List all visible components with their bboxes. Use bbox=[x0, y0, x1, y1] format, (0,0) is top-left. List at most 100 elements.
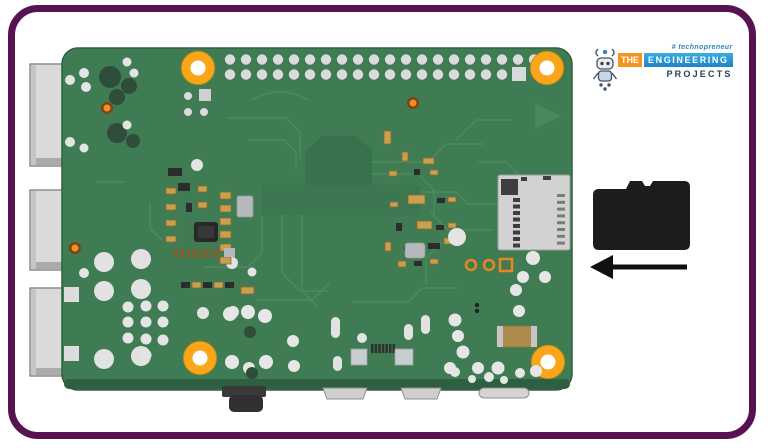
smd-resistor bbox=[165, 203, 177, 211]
micro-hdmi-port bbox=[322, 387, 368, 400]
pad bbox=[79, 143, 89, 153]
pad bbox=[122, 120, 132, 130]
fpc-comb bbox=[180, 249, 184, 258]
pad bbox=[456, 345, 470, 359]
pad bbox=[79, 268, 89, 278]
sd-slot-comb bbox=[557, 214, 565, 218]
sd-slot-contacts bbox=[513, 198, 520, 202]
gpio-header-row2 bbox=[288, 69, 300, 80]
usb-c-power-port bbox=[478, 387, 530, 399]
gpio-header-row1 bbox=[432, 54, 444, 65]
smd-resistor bbox=[165, 219, 177, 227]
pad bbox=[468, 375, 476, 383]
slot-pad bbox=[331, 317, 340, 338]
pcb-bottom-shadow bbox=[64, 379, 570, 389]
edge-pad-square bbox=[64, 287, 79, 302]
pad bbox=[197, 307, 209, 319]
audio-pad bbox=[288, 360, 300, 372]
gpio-header-row2 bbox=[480, 69, 492, 80]
gpio-header-row2 bbox=[496, 69, 508, 80]
logo-projects-label: PROJECTS bbox=[666, 69, 733, 79]
gpio-header-row1 bbox=[352, 54, 364, 65]
smd-dark bbox=[428, 243, 440, 249]
smd-dark bbox=[203, 282, 212, 288]
cap-pad bbox=[246, 367, 258, 379]
audio-pad bbox=[258, 309, 272, 323]
smd-resistor bbox=[197, 201, 208, 209]
gpio-header-row2 bbox=[272, 69, 284, 80]
test-pad-square bbox=[498, 257, 514, 273]
sd-slot-contacts bbox=[513, 224, 520, 228]
smd-resistor-column bbox=[219, 191, 232, 200]
sd-slot-contacts bbox=[513, 243, 520, 248]
pad bbox=[526, 251, 540, 265]
pad bbox=[140, 333, 152, 345]
slot-pad bbox=[421, 315, 430, 334]
gpio-header-row1 bbox=[512, 54, 524, 65]
pad bbox=[129, 68, 139, 78]
fpc-comb bbox=[204, 249, 208, 258]
gpio-header-row1 bbox=[288, 54, 300, 65]
cap-pad bbox=[99, 66, 121, 88]
logo-tagline: # technopreneur bbox=[671, 44, 733, 51]
mount-hole-center bbox=[539, 60, 555, 76]
smd-resistor bbox=[397, 260, 407, 268]
pad bbox=[184, 92, 192, 100]
smd-resistor-column bbox=[219, 217, 232, 226]
fpc-comb bbox=[210, 249, 214, 258]
smd-dark bbox=[186, 203, 192, 212]
pad bbox=[530, 365, 542, 377]
gpio-header-row1 bbox=[336, 54, 348, 65]
pad bbox=[452, 330, 464, 342]
gpio-header-row1 bbox=[240, 54, 252, 65]
sd-slot-comb bbox=[557, 194, 565, 197]
usb-connector-mid-edge bbox=[31, 191, 36, 269]
slot-pad bbox=[404, 324, 413, 340]
via-orange bbox=[71, 244, 79, 252]
smd-resistor bbox=[407, 194, 426, 205]
micro-hdmi-port bbox=[400, 387, 442, 400]
smd-resistor bbox=[429, 169, 439, 176]
sd-slot-comb bbox=[557, 228, 565, 231]
pad bbox=[539, 271, 551, 283]
pad bbox=[491, 361, 505, 375]
gpio-header-row1 bbox=[496, 54, 508, 65]
usb-connector-mid-shade bbox=[31, 262, 63, 269]
pad bbox=[140, 316, 152, 328]
trace bbox=[455, 119, 512, 141]
sd-slot-tab bbox=[543, 176, 551, 180]
smd-resistor bbox=[422, 157, 435, 165]
through-hole bbox=[94, 281, 114, 301]
smd-dark bbox=[181, 282, 190, 288]
gpio-header-row1 bbox=[400, 54, 412, 65]
smd-resistor bbox=[213, 281, 224, 289]
gpio-header-row2 bbox=[304, 69, 316, 80]
trace bbox=[251, 91, 309, 101]
smd-resistor bbox=[388, 170, 398, 177]
fpc-pad bbox=[224, 248, 235, 257]
hdmi-comb bbox=[389, 344, 392, 353]
via-orange bbox=[103, 104, 111, 112]
pad bbox=[510, 284, 522, 296]
audio-pad bbox=[241, 305, 255, 319]
smd-dot bbox=[474, 302, 480, 308]
smd-resistor-column bbox=[219, 256, 232, 265]
gpio-header-row1 bbox=[272, 54, 284, 65]
insert-arrow-head bbox=[590, 255, 613, 279]
hdmi-footprint bbox=[394, 348, 414, 366]
logo-the-badge: THE bbox=[618, 53, 642, 67]
sd-card bbox=[593, 181, 690, 250]
smd-resistor bbox=[383, 130, 392, 145]
fpc-comb bbox=[192, 249, 196, 258]
usb-connector-top-edge bbox=[31, 65, 36, 165]
gpio-header-row1 bbox=[384, 54, 396, 65]
pad bbox=[472, 362, 484, 374]
trace bbox=[281, 215, 328, 292]
pad bbox=[448, 313, 462, 327]
hdmi-footprint bbox=[350, 348, 368, 366]
pad bbox=[357, 333, 367, 343]
smd-capacitor-end bbox=[497, 326, 503, 347]
gpio-header-row1 bbox=[416, 54, 428, 65]
